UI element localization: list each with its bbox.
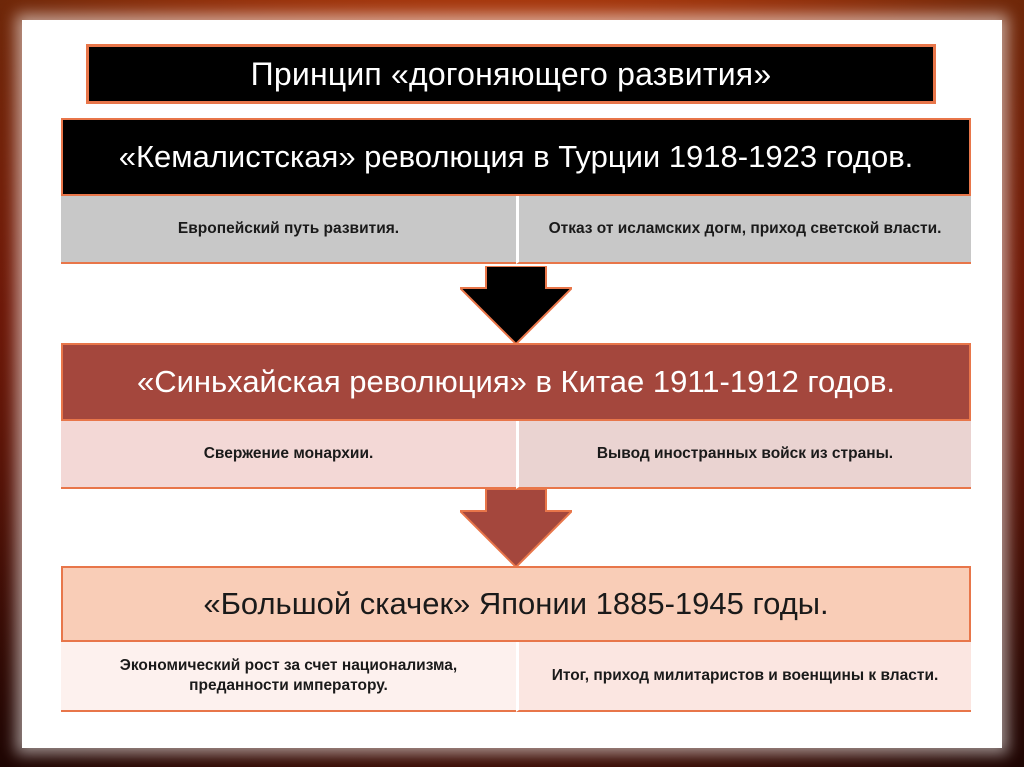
down-arrow-icon xyxy=(460,266,572,346)
block-heading: «Синьхайская революция» в Китае 1911-191… xyxy=(136,364,896,399)
down-arrow-icon xyxy=(460,489,572,569)
block-china: «Синьхайская революция» в Китае 1911-191… xyxy=(61,343,971,489)
block-heading-box: «Синьхайская революция» в Китае 1911-191… xyxy=(61,343,971,421)
slide-title-box: Принцип «догоняющего развития» xyxy=(86,44,936,104)
block-heading: «Кемалистская» революция в Турции 1918-1… xyxy=(118,139,914,174)
block-details-row: Европейский путь развития. Отказ от исла… xyxy=(61,196,971,264)
detail-left: Экономический рост за счет национализма,… xyxy=(61,642,516,712)
block-heading-box: «Большой скачек» Японии 1885-1945 годы. xyxy=(61,566,971,642)
block-japan: «Большой скачек» Японии 1885-1945 годы. … xyxy=(61,566,971,712)
block-details-row: Свержение монархии. Вывод иностранных во… xyxy=(61,421,971,489)
slide-title: Принцип «догоняющего развития» xyxy=(250,55,772,92)
block-heading-box: «Кемалистская» революция в Турции 1918-1… xyxy=(61,118,971,196)
block-heading: «Большой скачек» Японии 1885-1945 годы. xyxy=(203,586,829,621)
block-turkey: «Кемалистская» революция в Турции 1918-1… xyxy=(61,118,971,264)
detail-right: Вывод иностранных войск из страны. xyxy=(516,421,971,489)
detail-right: Отказ от исламских догм, приход светской… xyxy=(516,196,971,264)
block-details-row: Экономический рост за счет национализма,… xyxy=(61,642,971,712)
detail-left: Свержение монархии. xyxy=(61,421,516,489)
detail-right: Итог, приход милитаристов и военщины к в… xyxy=(516,642,971,712)
detail-left: Европейский путь развития. xyxy=(61,196,516,264)
